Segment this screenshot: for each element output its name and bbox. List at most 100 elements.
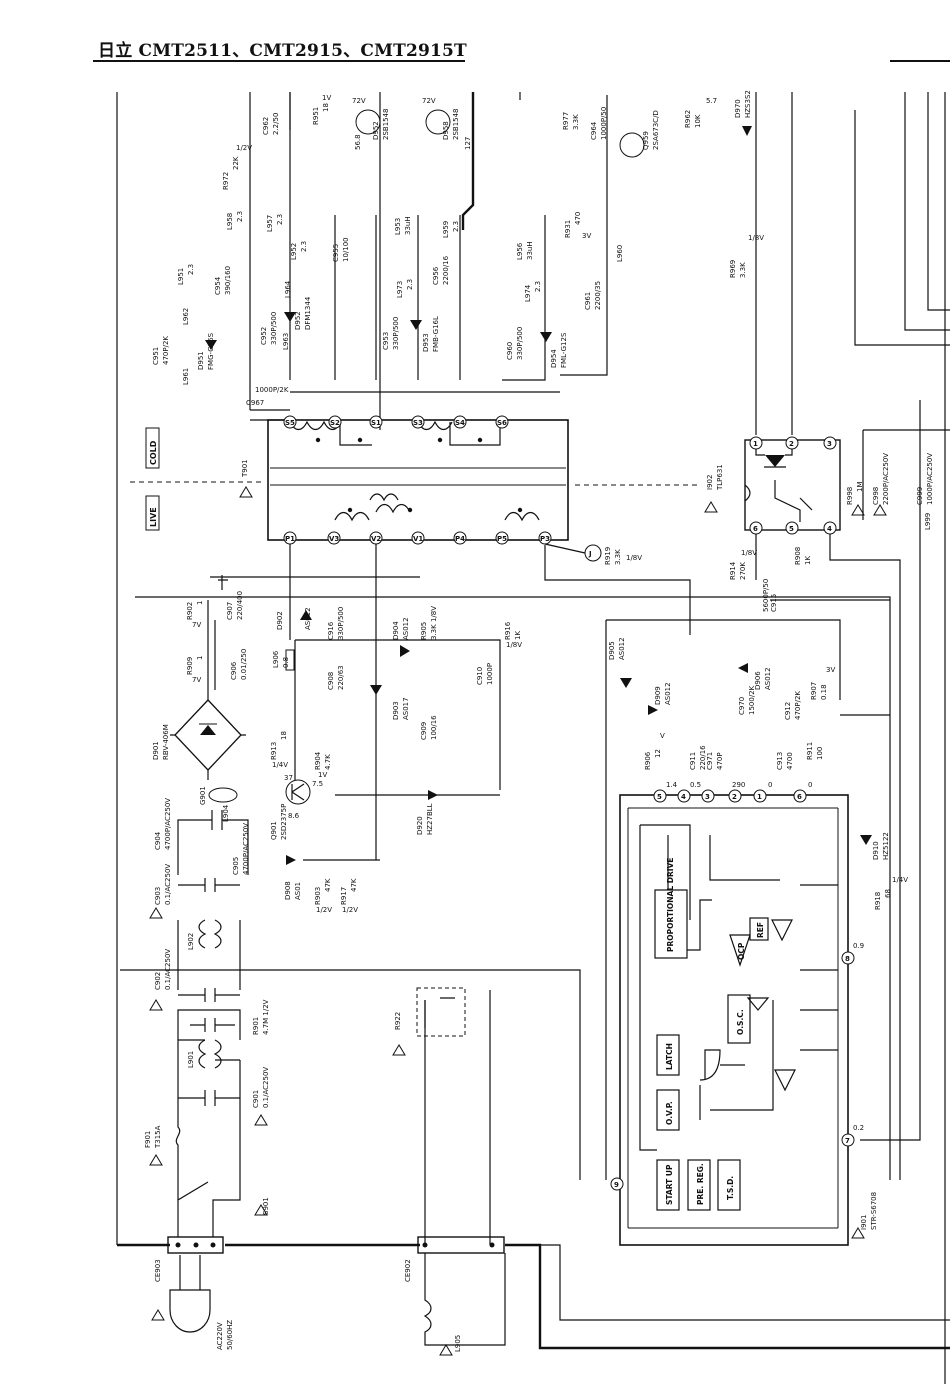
r904-power: 1V — [318, 771, 327, 779]
ic-v-pin1: 290 — [732, 781, 745, 789]
d906-ref: D906 — [754, 671, 762, 690]
block-ocp: OCP — [737, 942, 746, 960]
c901-ref: C901 — [252, 1090, 260, 1108]
secondary-pins: S5 S2 S1 S3 S4 S6 — [283, 415, 509, 429]
d952b-part: DFM1344 — [304, 296, 312, 330]
s901-label: S901 — [262, 1197, 270, 1215]
r907-ref: R907 — [810, 682, 818, 700]
c998-ref: C998 — [872, 487, 880, 505]
r909-power: 7V — [192, 676, 201, 684]
ic-v-pin5: 1.4 — [666, 781, 678, 789]
l958-ref: L958 — [226, 213, 234, 230]
r913-power: 1/4V — [272, 761, 288, 769]
plug-frequency: 50/60HZ — [226, 1320, 234, 1350]
voltage-2: 72V — [422, 97, 436, 105]
c962-value: 2.2/50 — [272, 113, 280, 135]
l964-label: L964 — [284, 280, 292, 298]
c951-ref: C951 — [152, 347, 160, 365]
pin-v1: V1 — [413, 535, 423, 543]
d954-part: FML-G12S — [560, 332, 568, 368]
ic-pin-7: 7 — [845, 1137, 850, 1145]
i902-part: TLP631 — [716, 464, 724, 491]
secondary-components: C967 1000P/2K C951 470P/2K D951 FMG-G26S… — [152, 90, 764, 407]
d951-ref: D951 — [197, 351, 205, 370]
ic-v-pin6b: 0 — [808, 781, 812, 789]
c954-value: 390/160 — [224, 266, 232, 295]
r931-ref: R931 — [564, 220, 572, 238]
opto-pin-5: 5 — [789, 525, 794, 533]
c964-ref: C964 — [590, 121, 598, 140]
r907-power: 3V — [826, 666, 835, 674]
c913-value: 4700 — [786, 752, 794, 770]
r998-value: 1M — [856, 482, 864, 493]
d908-ref: D908 — [284, 881, 292, 900]
r909-ref: R909 — [186, 657, 194, 675]
control-components: D905 AS012 D909 AS012 D906 AS012 C970 15… — [608, 453, 934, 910]
r911-ref: R911 — [806, 742, 814, 760]
ce903-label: CE903 — [154, 1259, 162, 1282]
d952-ref: D952 — [372, 121, 380, 140]
c916-value: 330P/500 — [337, 607, 345, 640]
d953-part: FMB-G16L — [432, 316, 440, 352]
r919-ref: R919 — [604, 547, 612, 565]
c910-ref: C910 — [476, 667, 484, 685]
d904-ref: D904 — [392, 621, 400, 640]
voltage-5: 37 — [284, 774, 293, 782]
c901-value: 0.1/AC250V — [262, 1067, 270, 1108]
i901-part: STR-S6708 — [870, 1192, 878, 1230]
voltage-6: 7.5 — [312, 780, 323, 788]
r908-value: 1K — [804, 556, 812, 565]
pin-v3: V3 — [329, 535, 339, 543]
l973-ref: L973 — [396, 281, 404, 298]
d952-part: 2SB1548 — [382, 108, 390, 140]
c971-ref: C971 — [706, 752, 714, 770]
c951-value: 470P/2K — [162, 336, 170, 365]
l905-label: L905 — [454, 1335, 462, 1352]
r903-ref: R903 — [314, 887, 322, 905]
r977-ref: R977 — [562, 112, 570, 130]
l999-label: L999 — [924, 513, 932, 530]
d909-part: AS012 — [664, 682, 672, 705]
r909-value: 1 — [196, 656, 204, 660]
l974-ref: L974 — [524, 284, 532, 302]
r977-value: 3.3K — [572, 114, 580, 130]
c915-ref: C915 — [770, 594, 778, 612]
d958-part: 2SB1548 — [452, 108, 460, 140]
d952b-ref: D952 — [294, 311, 302, 330]
r918-power: 1/4V — [892, 876, 908, 884]
l961-label: L961 — [182, 368, 190, 385]
c999-ref: C999 — [916, 487, 924, 505]
r905-ref: R905 — [420, 622, 428, 640]
c961-value: 2200/35 — [594, 281, 602, 310]
d902-part: AS012 — [304, 607, 312, 630]
l904-label: L904 — [222, 804, 230, 822]
l953-value: 33uH — [404, 216, 412, 235]
r972-ref: R972 — [222, 172, 230, 190]
c911-ref: C911 — [689, 752, 697, 770]
pin-v2: V2 — [371, 535, 381, 543]
c906-ref: C906 — [230, 661, 238, 680]
r903-power: 1/2V — [316, 906, 332, 914]
r962-value: 10K — [694, 114, 702, 128]
l958-value: 2.3 — [236, 211, 244, 222]
ic-v-pin4: 0.5 — [690, 781, 701, 789]
test-voltages: 72V 72V 56.8 127 37 7.5 8.6 5.7 — [284, 97, 717, 820]
opto-pin-3: 3 — [827, 440, 832, 448]
r918-value: 68 — [884, 889, 892, 898]
r916-ref: R916 — [504, 621, 512, 640]
d901-ref: D901 — [152, 741, 160, 760]
r914-ref: R914 — [729, 561, 737, 580]
c953-value: 330P/500 — [392, 317, 400, 350]
r911-value: 100 — [816, 747, 824, 760]
g901-label: G901 — [199, 786, 207, 805]
l963-label: L963 — [282, 333, 290, 350]
c960-value: 330P/500 — [516, 327, 524, 360]
block-osc: O.S.C. — [736, 1009, 745, 1035]
r922-label: R922 — [394, 1012, 402, 1030]
r998-ref: R998 — [846, 487, 854, 505]
r919-value: 3.3K — [614, 549, 622, 565]
header-underline-right — [890, 60, 950, 62]
q959-ref: Q959 — [642, 131, 650, 150]
d905-part: AS012 — [618, 637, 626, 660]
